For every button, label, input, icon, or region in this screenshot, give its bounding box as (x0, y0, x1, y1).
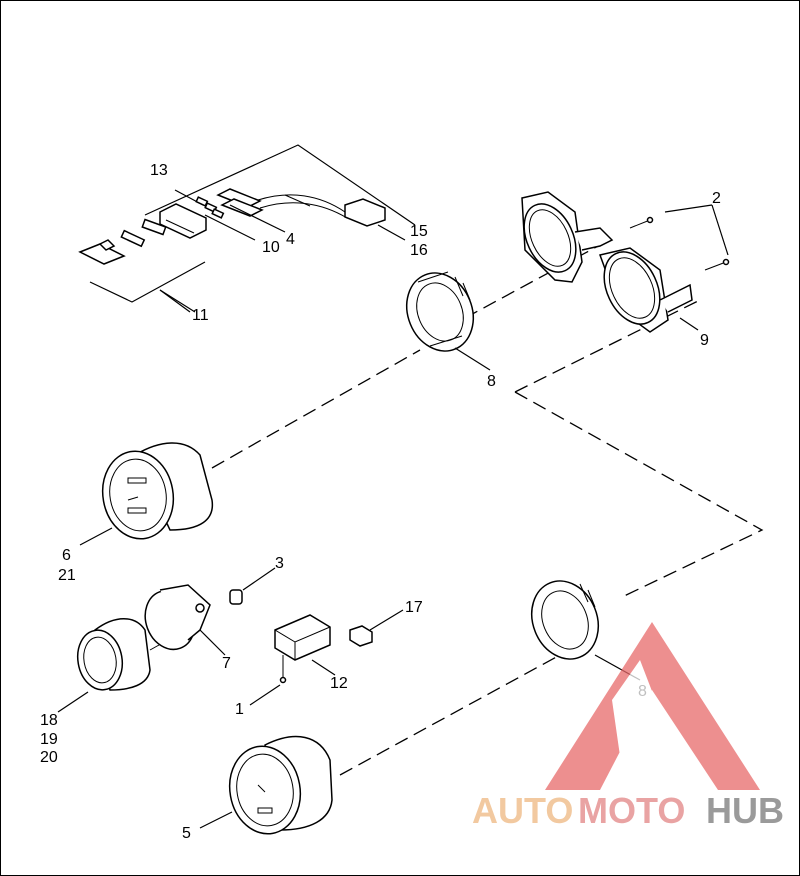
watermark-hub: HUB (706, 790, 784, 831)
tachometer-gauge (228, 735, 333, 835)
terminal-housing (141, 196, 225, 239)
callout-11: 11 (192, 307, 209, 324)
callout-10: 10 (262, 239, 280, 256)
watermark-logo (545, 622, 760, 790)
callout-17: 17 (405, 599, 423, 616)
fuse-terminal (78, 229, 146, 265)
module-box (274, 614, 331, 684)
callout-12: 12 (330, 675, 348, 692)
kit-bracket-lines (89, 144, 416, 313)
callout-2: 2 (712, 190, 721, 207)
callout-4: 4 (286, 231, 295, 248)
callout-19: 19 (40, 731, 58, 748)
watermark-auto: AUTO (472, 790, 573, 831)
callout-leaders (57, 204, 729, 829)
callout-15: 15 (410, 223, 428, 240)
callout-18: 18 (40, 712, 58, 729)
bushing (229, 589, 243, 605)
callout-1: 1 (235, 701, 244, 718)
callout-9: 9 (700, 332, 709, 349)
callout-3: 3 (275, 555, 284, 572)
callout-7: 7 (222, 655, 231, 672)
dual-bracket (521, 191, 730, 333)
callout-16: 16 (410, 242, 428, 259)
callout-labels: 13 15 16 4 10 11 2 9 8 8 6 21 3 7 17 12 … (40, 162, 721, 842)
callout-6: 6 (62, 547, 71, 564)
callout-5: 5 (182, 825, 191, 842)
speedometer-gauge (101, 442, 214, 540)
mounting-cup-lower (531, 580, 599, 660)
watermark-text: AUTO MOTO HUB (472, 790, 784, 831)
indicator-gauge (76, 618, 169, 691)
plug (349, 625, 373, 647)
callout-21: 21 (58, 567, 76, 584)
watermark-moto: MOTO (578, 790, 685, 831)
callout-13: 13 (150, 162, 168, 179)
callout-8-upper: 8 (487, 373, 496, 390)
callout-20: 20 (40, 749, 58, 766)
wiring-harness (216, 188, 386, 227)
gauge-housing (144, 584, 211, 651)
mounting-cup-upper (406, 271, 474, 352)
